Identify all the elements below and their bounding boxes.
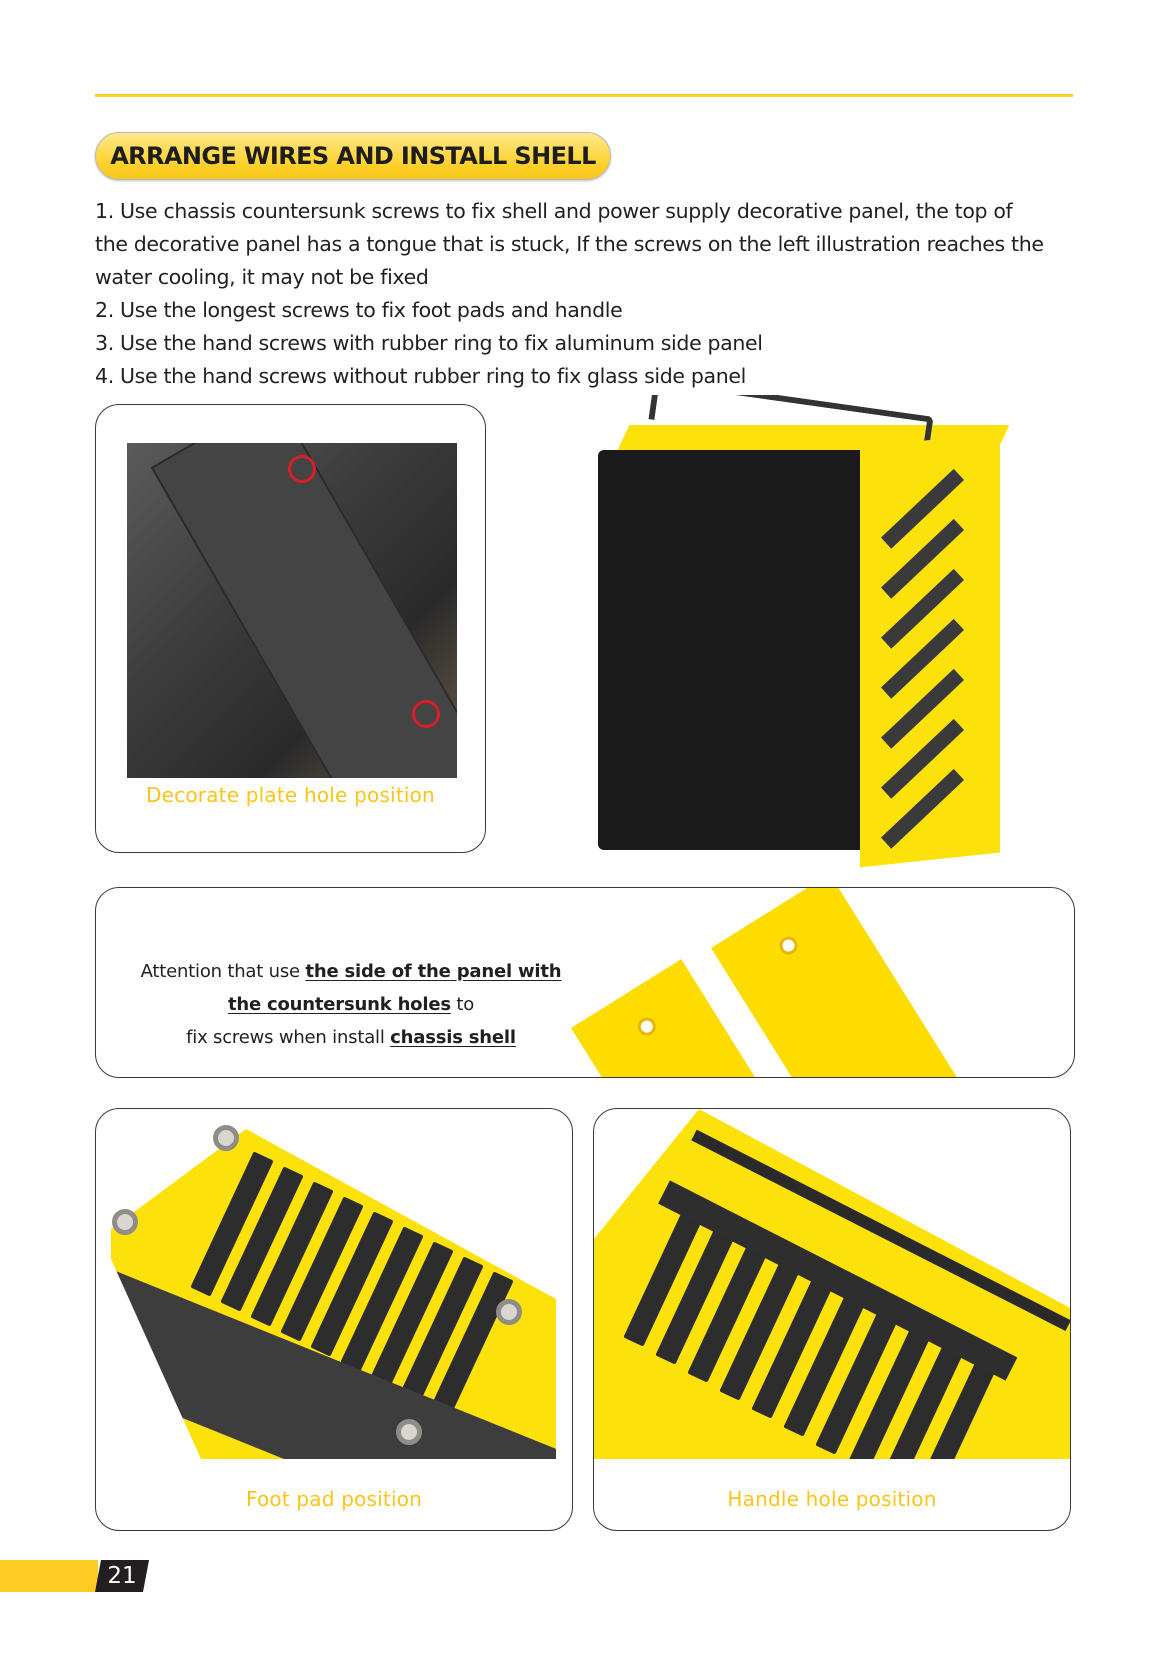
- handle-hole-figure-card: Handle hole position: [593, 1108, 1071, 1531]
- screw-hole-marker-icon: [288, 455, 316, 483]
- figure-caption: Decorate plate hole position: [146, 783, 435, 807]
- figure-caption: Foot pad position: [245, 1487, 423, 1511]
- instruction-line: 2. Use the longest screws to fix foot pa…: [95, 298, 623, 322]
- yellow-panel-large: [711, 888, 989, 1077]
- yellow-panels-with-countersunk-holes-photo: [566, 888, 1071, 1077]
- instruction-line: water cooling, it may not be fixed: [95, 265, 429, 289]
- attention-note-card: Attention that use the side of the panel…: [95, 887, 1075, 1078]
- yellow-chassis-assembled-photo: [560, 395, 1060, 875]
- figure-caption: Handle hole position: [727, 1487, 937, 1511]
- page-number: 21: [95, 1560, 149, 1592]
- foot-pad-icon: [496, 1299, 522, 1325]
- instruction-line: 4. Use the hand screws without rubber ri…: [95, 364, 746, 388]
- decorative-panel-closeup-photo: [127, 443, 457, 778]
- case-front-panel: [860, 432, 1000, 868]
- attention-note: Attention that use the side of the panel…: [140, 961, 562, 1048]
- instruction-line: the decorative panel has a tongue that i…: [95, 232, 1044, 256]
- emphasis-text: chassis shell: [390, 1027, 516, 1048]
- foot-pad-icon: [396, 1419, 422, 1445]
- foot-pad-figure-card: Foot pad position: [95, 1108, 573, 1531]
- screw-hole-marker-icon: [412, 700, 440, 728]
- emphasis-text: the countersunk holes: [227, 994, 451, 1015]
- instruction-line: 1. Use chassis countersunk screws to fix…: [95, 199, 1013, 223]
- foot-pad-icon: [112, 1209, 138, 1235]
- instruction-list: 1. Use chassis countersunk screws to fix…: [95, 195, 1085, 393]
- chassis-bottom-foot-pads-photo: [111, 1129, 556, 1459]
- section-title-badge: ARRANGE WIRES AND INSTALL SHELL: [95, 132, 611, 180]
- header-rule: [95, 94, 1073, 97]
- page-number-tab: [0, 1560, 98, 1592]
- emphasis-text: the side of the panel with: [305, 961, 562, 982]
- section-title: ARRANGE WIRES AND INSTALL SHELL: [110, 142, 596, 170]
- decorate-plate-figure-card: Decorate plate hole position: [95, 404, 486, 853]
- decorative-plate-shape: [150, 443, 457, 778]
- instruction-line: 3. Use the hand screws with rubber ring …: [95, 331, 763, 355]
- foot-pad-icon: [213, 1125, 239, 1151]
